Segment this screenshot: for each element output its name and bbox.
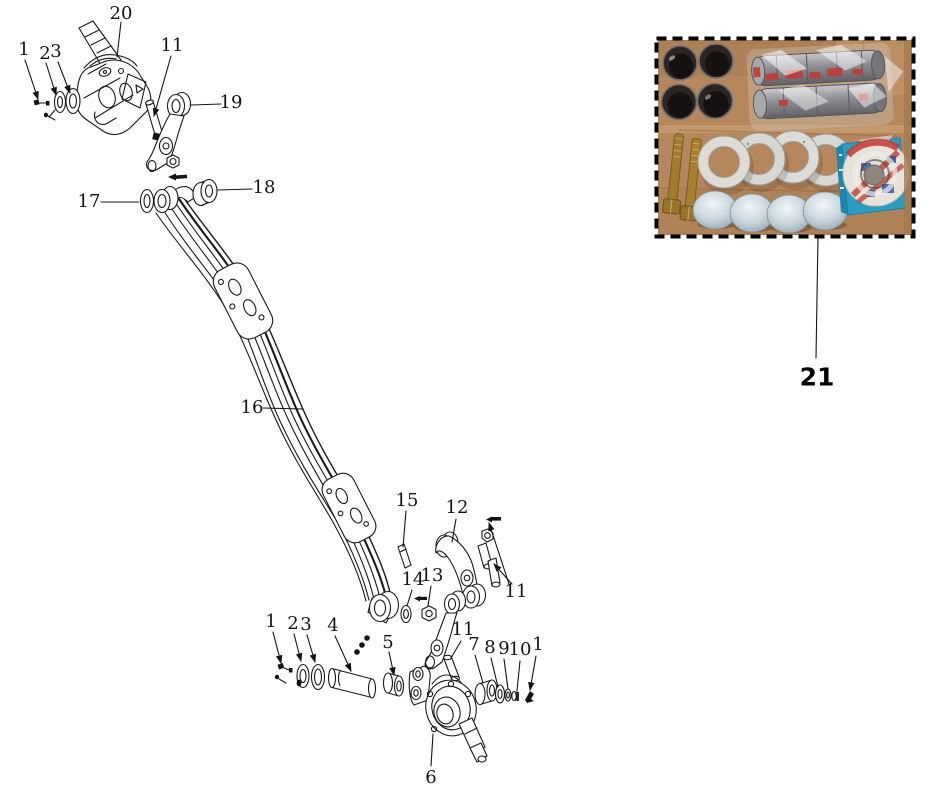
upper-knuckle [75,20,152,136]
spring-seat-lower [321,472,377,544]
lower-left-small-parts [274,663,326,691]
upper-small-parts [33,87,81,121]
thrust-bearing-18 [192,178,218,207]
kit-bearing-box [836,135,910,216]
arm-13 [424,590,467,670]
photo-content [657,39,913,235]
arm-12 [435,531,487,609]
lower-knuckle [408,665,488,763]
kingpins-package [746,42,904,132]
nut-13 [421,605,437,622]
leader-lines [24,21,819,767]
kit-bolts [662,133,702,222]
arm-nut [166,154,180,169]
plug-10 [511,690,519,702]
thrust-washer-17 [139,188,155,214]
beam-lower-eye [367,590,400,624]
grease-fitting [525,691,534,703]
assembly-arrow [168,173,188,181]
spring-seat-upper [212,262,274,340]
kit-photo [654,36,916,239]
bushing-5 [382,672,405,697]
washer-14 [400,596,427,624]
lock-pin-15 [397,543,412,569]
steering-arm-19 [146,91,192,181]
beam-upper-eye [153,185,198,214]
kingpin-4 [327,667,377,699]
axle-beam [153,185,400,655]
lower-right-small-parts [474,679,534,706]
kit-photo-inset [654,36,916,239]
photo-dashed-border [654,36,916,239]
plastic-sheen [761,44,904,111]
kit-washers [697,130,856,195]
bolts-11-right [477,516,501,588]
kit-dust-caps [692,190,848,234]
detent-balls [354,635,370,655]
bushings [660,43,734,121]
